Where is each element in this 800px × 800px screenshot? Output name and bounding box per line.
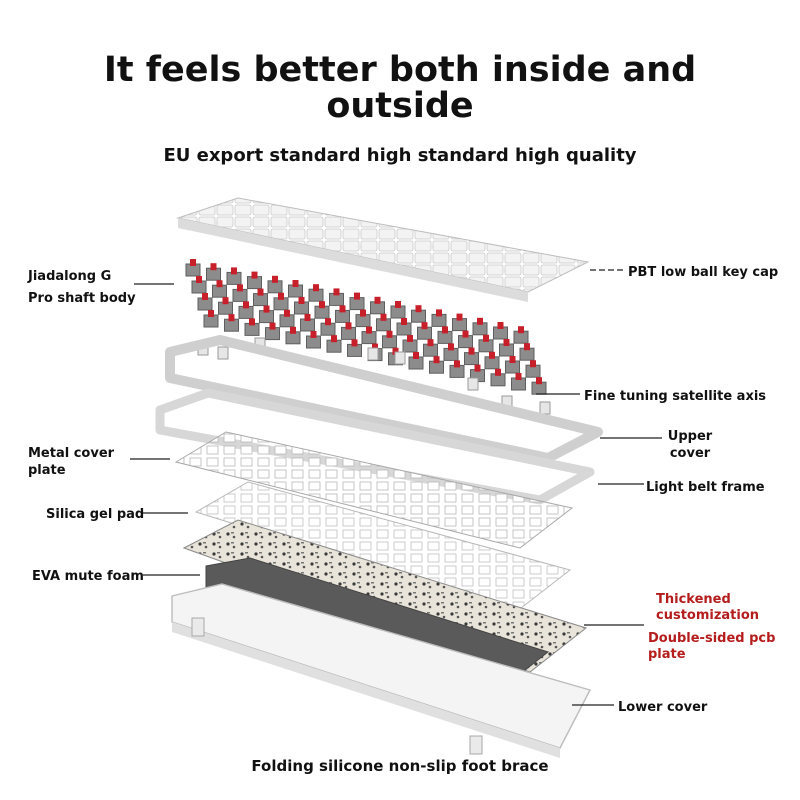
switch-stem <box>269 322 276 330</box>
switch-layer <box>185 259 547 395</box>
switch-stem <box>436 309 442 317</box>
switch-stem <box>319 301 325 309</box>
switch-stem <box>427 339 434 347</box>
label-satellite-axis: Fine tuning satellite axis <box>584 389 767 404</box>
switch-stem <box>536 377 542 385</box>
switch-stem <box>374 296 381 304</box>
switch-stem <box>413 352 419 359</box>
label-thickened-line-2: customization <box>656 608 760 623</box>
page-title-line-2: outside <box>326 86 474 126</box>
switch-stem <box>518 326 524 334</box>
switch-stem <box>360 309 366 317</box>
switch-stem <box>509 356 516 363</box>
switch-stem <box>251 271 258 279</box>
switch-stem <box>231 267 237 275</box>
label-metal-plate-line-2: plate <box>28 463 66 478</box>
switch-stem <box>454 360 460 368</box>
switch-stem <box>524 343 530 351</box>
label-lower-cover: Lower cover <box>618 700 708 715</box>
label-foot-brace: Folding silicone non-slip foot brace <box>251 757 549 775</box>
switch-stem <box>380 313 387 321</box>
switch-stem <box>401 318 407 325</box>
switch-stem <box>372 343 378 351</box>
switch-stem <box>196 276 202 283</box>
label-light-belt-frame: Light belt frame <box>646 480 765 495</box>
switch-stem <box>407 335 413 342</box>
switch-stem <box>433 356 440 364</box>
leader-lines <box>130 269 662 706</box>
switch-stem <box>474 364 481 372</box>
upper-cover-frame <box>155 335 603 505</box>
switch-stem <box>483 334 489 342</box>
switch-stem <box>333 288 340 296</box>
switch-stem <box>462 330 469 338</box>
switch-stem <box>310 331 317 338</box>
switch-stem <box>456 313 463 321</box>
switch-stem <box>415 305 422 313</box>
switch-stem <box>331 335 337 343</box>
switch-stem <box>395 301 401 308</box>
switch-stem <box>392 347 399 355</box>
switch-stem <box>313 284 319 292</box>
metal-plate <box>174 431 574 549</box>
switch-stem <box>249 318 255 326</box>
switch-stem <box>290 326 296 334</box>
switch-stem <box>222 297 229 305</box>
switch-stem <box>530 360 536 368</box>
page-subtitle: EU export standard high standard high qu… <box>163 145 637 166</box>
switch-stem <box>263 305 270 313</box>
switch-stem <box>272 275 278 283</box>
page-title-line-1: It feels better both inside and <box>103 50 697 90</box>
label-pcb-line-1: Double-sided pcb <box>648 631 776 646</box>
switch-stem <box>216 280 223 288</box>
stabilizer-layer <box>197 337 551 415</box>
switch-stem <box>345 322 352 330</box>
switch-stem <box>210 263 217 271</box>
switch-stem <box>489 351 495 359</box>
switch-stem <box>351 339 358 347</box>
switch-stem <box>190 259 196 266</box>
switch-stem <box>278 292 284 300</box>
label-silica-gel-pad: Silica gel pad <box>46 507 145 522</box>
switch-stem <box>339 305 346 313</box>
switch-stem <box>208 310 214 317</box>
label-keycap: PBT low ball key cap <box>628 265 779 280</box>
switch-stem <box>354 292 360 300</box>
switch-stem <box>442 326 448 334</box>
keycap-layer <box>176 197 590 302</box>
switch-stem <box>421 322 428 330</box>
switch-stem <box>468 347 475 355</box>
switch-stem <box>243 301 249 309</box>
label-metal-plate-line-1: Metal cover <box>28 446 115 461</box>
switch-stem <box>477 317 483 325</box>
switch-stem <box>284 309 290 317</box>
switch-stem <box>202 293 208 300</box>
switch-stem <box>292 280 299 287</box>
switch-stem <box>515 373 522 380</box>
label-upper-cover-line-1: Upper <box>667 429 713 444</box>
switch-stem <box>298 297 305 304</box>
switch-stem <box>228 314 235 322</box>
label-shaft-line-2: Pro shaft body <box>28 291 136 306</box>
label-pcb-line-2: plate <box>648 647 686 662</box>
lower-cover <box>171 583 592 758</box>
switch-stem <box>366 326 372 334</box>
label-eva-foam: EVA mute foam <box>32 569 144 584</box>
switch-stem <box>325 318 331 326</box>
switch-stem <box>497 322 504 329</box>
label-shaft-line-1: Jiadalong G <box>28 269 112 284</box>
label-thickened-line-1: Thickened <box>656 592 731 607</box>
switch-stem <box>503 339 510 346</box>
switch-stem <box>386 330 393 338</box>
switch-stem <box>237 284 243 292</box>
switch-stem <box>448 343 454 351</box>
switch-stem <box>495 368 501 376</box>
label-upper-cover-line-2: cover <box>669 446 711 461</box>
switch-stem <box>304 314 311 321</box>
switch-stem <box>257 288 264 296</box>
